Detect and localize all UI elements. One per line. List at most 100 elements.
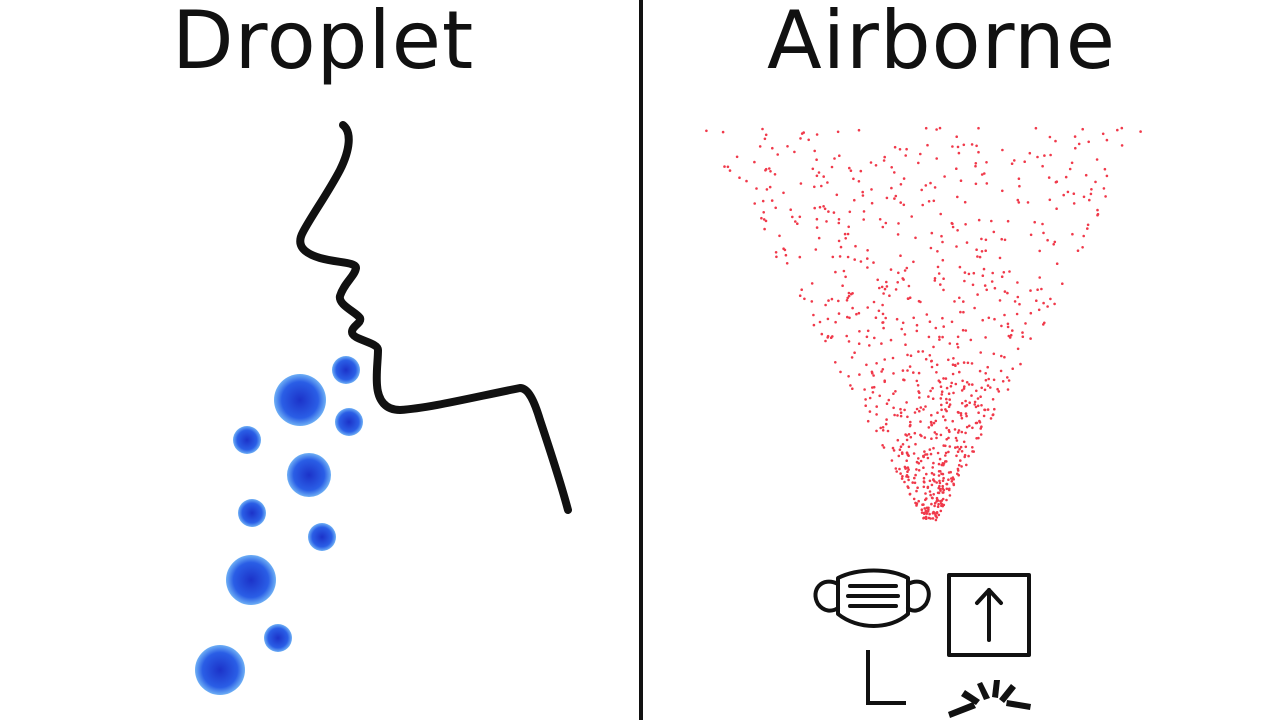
aerosol-particle [1038, 249, 1041, 253]
aerosol-particle [925, 506, 929, 510]
aerosol-particle [933, 480, 936, 483]
aerosol-particle [1040, 287, 1043, 291]
aerosol-particle [866, 266, 869, 269]
aerosol-particle [905, 451, 909, 455]
aerosol-particle [827, 210, 830, 213]
aerosol-particle [768, 167, 771, 170]
burst-icon [948, 680, 1031, 718]
aerosol-particle [764, 169, 767, 172]
aerosol-particle [830, 297, 834, 301]
aerosol-particle [964, 412, 968, 415]
aerosol-particle [979, 433, 983, 436]
aerosol-particle [815, 217, 819, 221]
droplet [264, 624, 292, 652]
aerosol-particle [941, 258, 945, 262]
aerosol-particle [998, 299, 1002, 302]
aerosol-particle [977, 436, 980, 440]
aerosol-particle [968, 401, 971, 405]
aerosol-particle [760, 216, 763, 220]
aerosol-particle [927, 508, 930, 512]
aerosol-particle [1081, 127, 1084, 131]
aerosol-particle [900, 327, 903, 331]
aerosol-particle [1029, 337, 1032, 340]
aerosol-particle [763, 137, 767, 141]
aerosol-particle [916, 486, 919, 490]
aerosol-particle [919, 420, 922, 423]
aerosol-particle [918, 396, 921, 399]
aerosol-particle [955, 135, 958, 138]
aerosol-particle [913, 481, 917, 485]
aerosol-particle [893, 145, 897, 149]
aerosol-particle [1086, 223, 1090, 227]
aerosol-particle [932, 199, 936, 203]
aerosol-particle [870, 188, 873, 191]
aerosol-particle [953, 300, 956, 303]
aerosol-particle [941, 335, 944, 339]
aerosol-particle [836, 130, 840, 134]
aerosol-particle [962, 300, 965, 303]
aerosol-particle [848, 316, 851, 320]
aerosol-particle [1082, 234, 1085, 238]
aerosol-particle [938, 380, 942, 384]
aerosol-particle [834, 361, 837, 364]
aerosol-particle [929, 389, 932, 393]
aerosol-particle [923, 436, 927, 439]
aerosol-particle [945, 426, 948, 430]
aerosol-particle [909, 354, 913, 358]
aerosol-particle [1105, 138, 1109, 142]
aerosol-particle [1001, 189, 1004, 193]
aerosol-particle [803, 297, 806, 301]
aerosol-particle [1003, 238, 1007, 242]
aerosol-particle [939, 385, 943, 389]
aerosol-particle [938, 481, 942, 485]
aerosol-particle [981, 318, 984, 322]
aerosol-particle [1046, 305, 1049, 308]
aerosol-particle [1072, 202, 1076, 205]
aerosol-particle [914, 501, 917, 505]
aerosol-particle [967, 454, 970, 458]
aerosol-particle [930, 359, 933, 363]
aerosol-particle [778, 234, 781, 238]
aerosol-particle [951, 145, 954, 148]
aerosol-particle [782, 191, 785, 195]
aerosol-particle [902, 378, 905, 382]
aerosol-particle [959, 310, 962, 314]
aerosol-particle [917, 469, 921, 472]
aerosol-particle [837, 312, 841, 315]
aerosol-particle [960, 416, 964, 420]
aerosol-particle [1054, 139, 1057, 143]
aerosol-particle [857, 180, 861, 183]
aerosol-particle [933, 277, 937, 280]
aerosol-particle [904, 343, 907, 347]
aerosol-particle [832, 211, 836, 214]
aerosol-particle [846, 255, 850, 259]
aerosol-particle [1029, 289, 1032, 292]
aerosol-particle [820, 332, 824, 336]
aerosol-particle [1102, 187, 1106, 190]
aerosol-particle [960, 389, 964, 392]
aerosol-particle [950, 320, 954, 324]
aerosol-particle [839, 245, 843, 249]
aerosol-particle [955, 454, 958, 458]
aerosol-particle [837, 218, 841, 221]
aerosol-particle [987, 377, 990, 381]
aerosol-particle [982, 267, 986, 271]
aerosol-particle [962, 440, 966, 444]
aerosol-particle [893, 171, 896, 174]
aerosol-particle [948, 430, 951, 434]
aerosol-particle [905, 434, 909, 437]
aerosol-particle [873, 336, 876, 340]
aerosol-particle [903, 269, 907, 272]
aerosol-particle [931, 386, 934, 390]
aerosol-particle [939, 470, 942, 473]
aerosol-particle [917, 371, 921, 375]
aerosol-particle [1036, 288, 1039, 292]
aerosol-particle [948, 445, 952, 448]
aerosol-particle [826, 181, 829, 184]
aerosol-particle [815, 174, 819, 178]
aerosol-particle [857, 311, 861, 315]
aerosol-particle [862, 218, 865, 221]
aerosol-particle [899, 201, 902, 204]
aerosol-particle [941, 472, 945, 476]
aerosol-particle [844, 237, 847, 240]
